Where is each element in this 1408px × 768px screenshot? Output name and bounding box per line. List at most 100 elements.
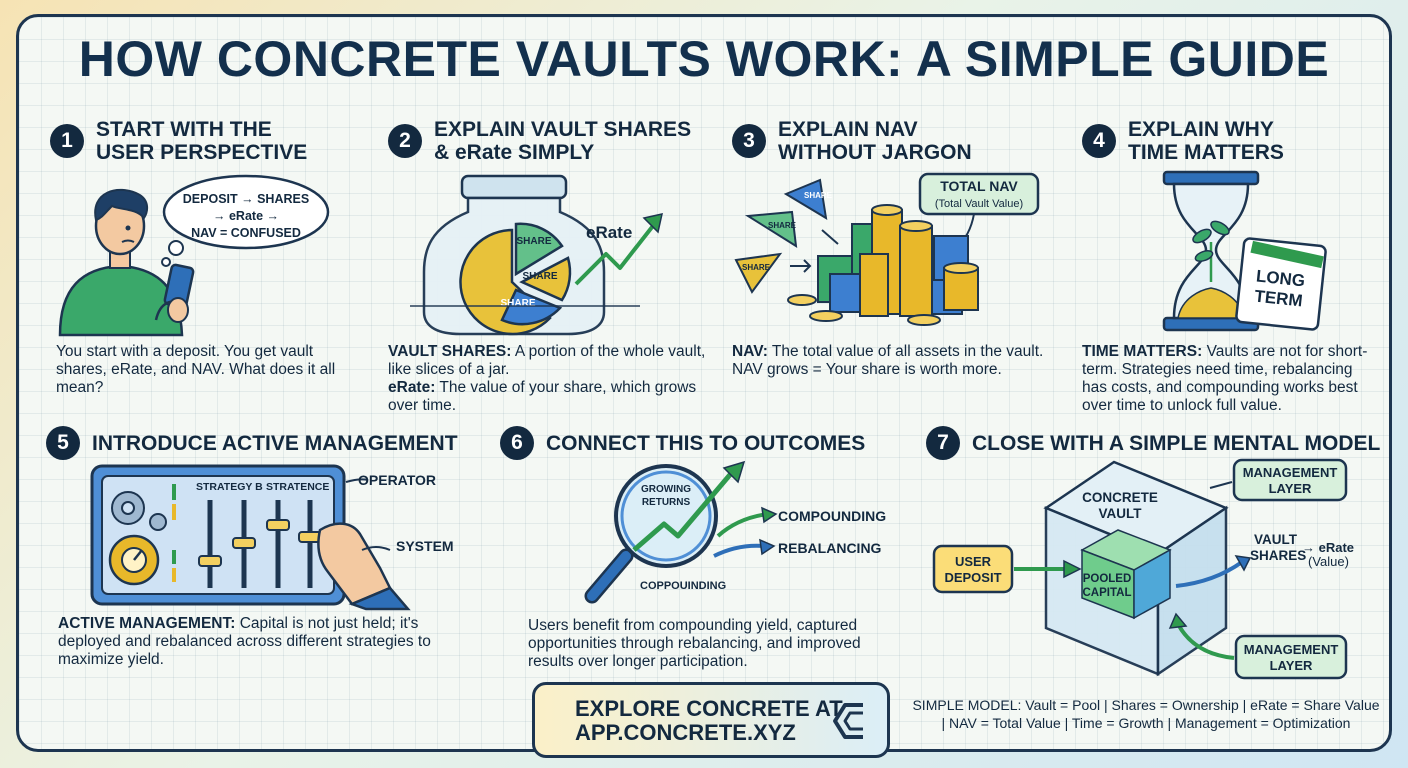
- section-4-title-line2: TIME MATTERS: [1128, 141, 1284, 164]
- active-management-definition: Capital is not just held; it's deployed …: [58, 615, 431, 668]
- coin-stacks-icon: [787, 204, 979, 326]
- operator-label: OPERATOR: [358, 472, 436, 488]
- nav-definition: The total value of all assets in the vau…: [732, 343, 1044, 378]
- erate-line2: (Value): [1308, 554, 1349, 569]
- vault-line2: VAULT: [1099, 506, 1143, 521]
- pooled-line1: POOLED: [1083, 573, 1132, 585]
- share-piece-label-b: SHARE: [804, 191, 833, 200]
- section-1-text: You start with a deposit. You get vault …: [56, 343, 336, 396]
- shares-output: VAULT SHARES → eRate (Value): [1175, 532, 1354, 588]
- slider-controls: [198, 500, 322, 588]
- step-number-4: 4: [1082, 124, 1116, 158]
- section-7-title: CLOSE WITH A SIMPLE MENTAL MODEL: [972, 431, 1381, 455]
- confused-user-illustration: DEPOSIT → SHARES → eRate → NAV = CONFUSE…: [58, 174, 330, 337]
- total-nav-sublabel: (Total Vault Value): [935, 198, 1023, 210]
- vault-cube-icon: CONCRETE VAULT POOLED CAPITAL: [1043, 460, 1229, 677]
- vault-shares-definition: A portion of the whole vault, like slice…: [388, 343, 706, 378]
- simple-model-summary: SIMPLE MODEL: Vault = Pool | Shares = Ow…: [904, 696, 1388, 732]
- section-1-title-line1: START WITH THE: [96, 118, 272, 141]
- erate-definition: The value of your share, which grows ove…: [388, 379, 697, 414]
- section-3-header: 3 EXPLAIN NAV WITHOUT JARGON: [732, 118, 972, 164]
- step-number-5: 5: [46, 426, 80, 460]
- strategy-b-label: STRATEGY B: [196, 481, 263, 493]
- concrete-logo-icon: [833, 703, 863, 739]
- pooled-line2: CAPITAL: [1083, 587, 1132, 599]
- simple-model-line1: SIMPLE MODEL: Vault = Pool | Shares = Ow…: [912, 697, 1380, 713]
- shares-line1: VAULT: [1254, 532, 1298, 547]
- share-slices-icon: SHARE SHARE SHARE: [459, 222, 572, 336]
- section-3-title-line2: WITHOUT JARGON: [778, 141, 972, 164]
- section-1-title-line2: USER PERSPECTIVE: [96, 141, 308, 164]
- section-6-text: Users benefit from compounding yield, ca…: [528, 617, 861, 670]
- deposit-line1: USER: [955, 554, 992, 569]
- section-2-header: 2 EXPLAIN VAULT SHARES & eRate SIMPLY: [388, 118, 691, 164]
- share-piece-label-c: SHARE: [742, 263, 771, 272]
- system-label: SYSTEM: [396, 538, 454, 554]
- vault-line1: CONCRETE: [1082, 490, 1158, 505]
- calendar-icon: LONG TERM: [1235, 237, 1327, 331]
- share-label-b: SHARE: [522, 271, 557, 282]
- nav-term: NAV:: [732, 343, 768, 360]
- page-title: HOW CONCRETE VAULTS WORK: A SIMPLE GUIDE: [78, 31, 1330, 87]
- explore-concrete-cta[interactable]: EXPLORE CONCRETE AT APP.CONCRETE.XYZ: [532, 682, 890, 758]
- user-deposit-box: USER DEPOSIT: [932, 544, 1082, 594]
- bubble-line2: → eRate →: [213, 209, 279, 223]
- section-2-title-line1: EXPLAIN VAULT SHARES: [434, 118, 692, 141]
- erate-label: eRate: [586, 223, 632, 242]
- bubble-line3: NAV = CONFUSED: [191, 226, 301, 240]
- management-layer-bottom: MANAGEMENT LAYER: [1168, 612, 1348, 680]
- section-2-title-line2: & eRate SIMPLY: [434, 141, 595, 164]
- thought-bubble: DEPOSIT → SHARES → eRate → NAV = CONFUSE…: [161, 174, 330, 267]
- rebalancing-label: REBALANCING: [778, 540, 882, 556]
- stratence-label: STRATENCE: [266, 481, 329, 493]
- total-nav-box: TOTAL NAV (Total Vault Value): [918, 172, 1040, 249]
- deposit-line2: DEPOSIT: [944, 570, 1001, 585]
- lens-line1: GROWING: [641, 484, 691, 495]
- magnifier-illustration: GROWING RETURNS COMPOUNDING REBALANCING …: [584, 460, 886, 604]
- infographic-card: [16, 14, 1392, 752]
- active-management-term: ACTIVE MANAGEMENT:: [58, 615, 236, 632]
- share-pieces-icon: SHARE SHARE SHARE: [734, 178, 839, 294]
- share-label-c: SHARE: [500, 298, 535, 309]
- control-panel-illustration: STRATEGY B STRATENCE OPERATOR SYSTEM: [90, 464, 454, 611]
- section-5-header: 5 INTRODUCE ACTIVE MANAGEMENT: [46, 426, 458, 460]
- section-6-header: 6 CONNECT THIS TO OUTCOMES: [500, 426, 865, 460]
- section-4-header: 4 EXPLAIN WHY TIME MATTERS: [1082, 118, 1284, 164]
- step-number-2: 2: [388, 124, 422, 158]
- nav-coins-illustration: TOTAL NAV (Total Vault Value) SHARE SHAR…: [734, 172, 1040, 326]
- step-number-6: 6: [500, 426, 534, 460]
- section-5-text: ACTIVE MANAGEMENT: Capital is not just h…: [58, 615, 458, 669]
- hourglass-icon: [1162, 170, 1260, 332]
- step-number-1: 1: [50, 124, 84, 158]
- section-2-text: VAULT SHARES: A portion of the whole vau…: [388, 343, 708, 415]
- section-6-title: CONNECT THIS TO OUTCOMES: [546, 431, 866, 455]
- control-panel-icon: STRATEGY B STRATENCE: [90, 464, 346, 606]
- mgmt-bottom-line2: LAYER: [1270, 658, 1313, 673]
- vault-shares-term: VAULT SHARES:: [388, 343, 512, 360]
- compounding-label: COMPOUNDING: [778, 508, 886, 524]
- erate-line1: → eRate: [1302, 540, 1354, 555]
- time-matters-definition: Vaults are not for short-term. Strategie…: [1082, 343, 1368, 414]
- section-3-title-line1: EXPLAIN NAV: [778, 118, 918, 141]
- vault-jar-illustration: SHARE SHARE SHARE eRate: [410, 174, 663, 336]
- share-label-a: SHARE: [516, 236, 551, 247]
- step-number-7: 7: [926, 426, 960, 460]
- operator-hand-icon: [317, 478, 411, 611]
- growth-arrow-icon: [410, 213, 663, 307]
- section-3-text: NAV: The total value of all assets in th…: [732, 343, 1052, 379]
- total-nav-label: TOTAL NAV: [940, 178, 1018, 194]
- time-matters-term: TIME MATTERS:: [1082, 343, 1203, 360]
- vault-model-diagram: CONCRETE VAULT POOLED CAPITAL MANAGEMENT…: [932, 458, 1354, 680]
- calendar-line2: TERM: [1254, 287, 1304, 311]
- bubble-line1: DEPOSIT → SHARES: [183, 192, 309, 206]
- cta-line1: EXPLORE CONCRETE AT: [575, 696, 843, 721]
- coppounding-label: COPPOUINDING: [640, 580, 726, 592]
- share-piece-label-a: SHARE: [768, 221, 797, 230]
- section-7-header: 7 CLOSE WITH A SIMPLE MENTAL MODEL: [926, 426, 1380, 460]
- hourglass-illustration: LONG TERM: [1162, 170, 1327, 332]
- cta-url[interactable]: APP.CONCRETE.XYZ: [575, 720, 796, 745]
- lens-line2: RETURNS: [642, 497, 691, 508]
- step-number-3: 3: [732, 124, 766, 158]
- growth-arrows-icon: [632, 460, 778, 558]
- erate-term: eRate:: [388, 379, 436, 396]
